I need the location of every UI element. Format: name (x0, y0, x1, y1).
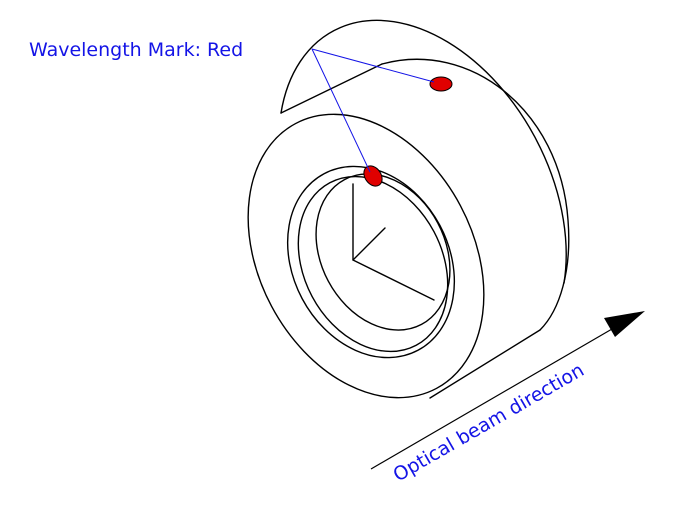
cylinder-back-rim (280, 19, 567, 284)
leader-line-to-top-mark (311, 48, 435, 83)
bore-ring-outer (286, 165, 456, 359)
wavelength-mark-label: Wavelength Mark: Red (29, 39, 243, 61)
leader-line-to-inner-mark (311, 48, 371, 173)
front-face-outer (247, 113, 485, 399)
bore-ring-inner (315, 173, 451, 331)
cylinder-back-outline (381, 58, 570, 331)
beam-arrowhead (604, 311, 645, 337)
wavelength-mark-dot-inner (363, 165, 383, 187)
cylinder-bottom-edge (429, 329, 541, 399)
wavelength-mark-dot-top (429, 76, 453, 92)
cylinder-body (247, 19, 570, 399)
annotation-leaders (311, 48, 435, 173)
beam-arrow-shaft (370, 328, 613, 470)
bore-ring-middle (297, 175, 449, 353)
wavelength-marks (363, 76, 453, 187)
cylinder-top-edge (280, 63, 383, 114)
optic-element-diagonal (352, 227, 386, 261)
